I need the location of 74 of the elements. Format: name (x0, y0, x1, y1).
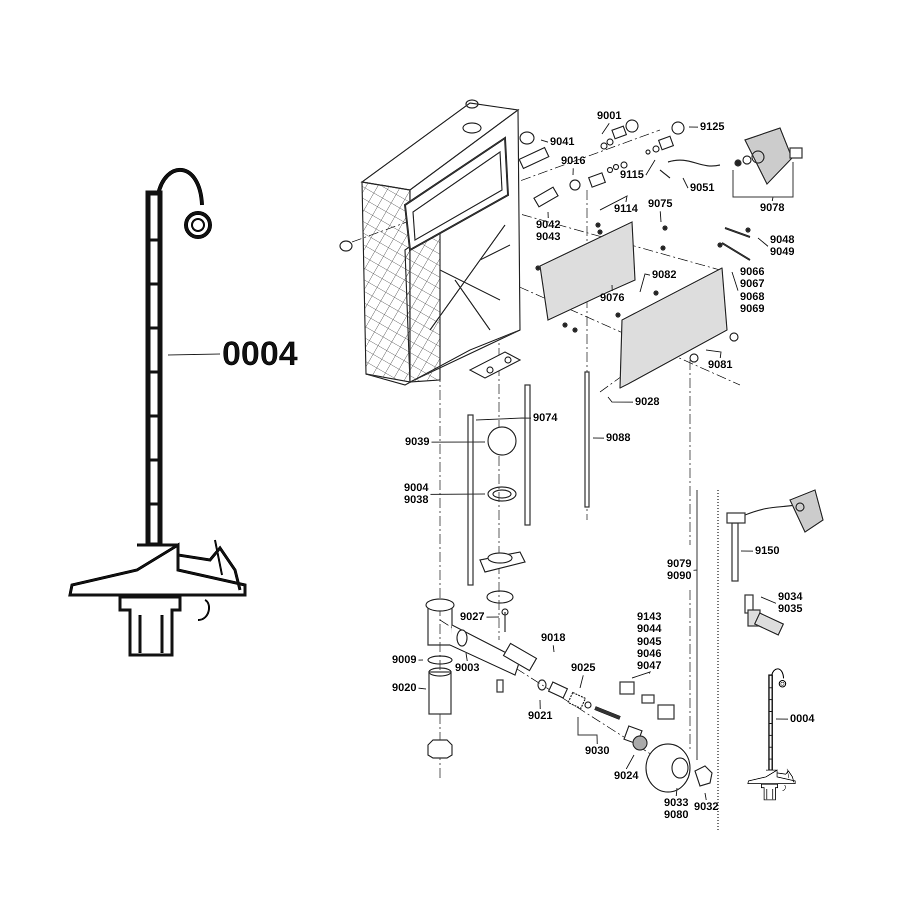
callout-number: 9048 9049 (770, 234, 796, 259)
callout-number: 9001 (597, 110, 622, 122)
leader-line (682, 178, 688, 189)
leader-line (692, 490, 698, 760)
leader-line (580, 674, 584, 688)
callout-number: 9115 (620, 169, 645, 182)
callout-number: 9143 9044 9045 9046 9047 (637, 611, 662, 673)
leader-line (572, 168, 574, 176)
leader-line (430, 442, 486, 443)
leader-line (626, 754, 634, 770)
callout-number: 0004 (790, 713, 816, 726)
leader-line (540, 140, 548, 143)
leader-line (578, 716, 598, 744)
callout-number: 0004 (222, 337, 298, 371)
leader-line (430, 494, 486, 495)
callout-number: 9024 (614, 770, 640, 782)
leader-line (645, 160, 656, 176)
callout-number: 9028 (635, 396, 660, 408)
leader-line (732, 162, 794, 202)
leader-line (676, 788, 678, 796)
callout-number: 9009 (392, 654, 418, 666)
leader-line (760, 596, 776, 604)
leader-line (758, 238, 768, 247)
leader-line (548, 212, 549, 218)
leader-line (704, 792, 707, 800)
leader-line (608, 396, 634, 403)
callout-number: 9041 (550, 136, 576, 148)
leader-line (706, 350, 722, 358)
leader-line (776, 718, 788, 720)
leader-line (602, 122, 610, 134)
callout-number: 9079 9090 (667, 558, 692, 583)
callout-number: 9076 (600, 292, 626, 304)
leader-line (732, 272, 738, 292)
leader-line (592, 438, 604, 439)
callout-number: 9066 9067 9068 9069 (740, 266, 766, 316)
leader-line (552, 644, 554, 652)
callout-number: 9088 (606, 432, 632, 444)
leader-line (612, 284, 613, 292)
leader-line (486, 616, 500, 618)
leader-line (466, 652, 468, 662)
callout-number: 9082 (652, 269, 678, 282)
leader-line (418, 660, 424, 661)
leader-line (168, 354, 220, 356)
leader-line (600, 195, 628, 210)
callout-number: 9075 (648, 198, 674, 210)
callout-number: 9125 (700, 121, 726, 134)
callout-number: 9033 9080 (664, 797, 690, 822)
leader-line (476, 418, 532, 420)
callout-number: 9032 (694, 801, 720, 814)
callout-number: 9039 (405, 436, 430, 448)
callout-number: 9020 (392, 682, 418, 694)
callout-number: 9074 (533, 412, 558, 424)
callout-number: 9004 9038 (404, 482, 430, 507)
leader-line (740, 550, 754, 552)
callout-number: 9003 (455, 662, 480, 674)
callout-number: 9042 9043 (536, 219, 562, 244)
leader-line (632, 671, 651, 678)
callout-number: 9027 (460, 611, 486, 624)
callout-number: 9114 (614, 203, 639, 216)
callout-number: 9078 (760, 202, 786, 214)
leader-line (660, 210, 662, 222)
callout-number: 9016 (561, 155, 586, 168)
callout-number: 9051 (690, 182, 716, 194)
callout-number: 9025 (571, 662, 596, 674)
callout-number: 9021 (528, 710, 554, 722)
leader-line (418, 688, 426, 690)
callout-number: 9081 (708, 359, 734, 372)
callout-number: 9018 (541, 632, 566, 644)
leader-line (540, 700, 541, 710)
leader-line (688, 126, 698, 128)
callout-number: 9150 (755, 545, 780, 558)
leader-line (640, 273, 650, 292)
callout-number: 9034 9035 (778, 591, 804, 616)
callout-number: 9030 (585, 745, 610, 758)
